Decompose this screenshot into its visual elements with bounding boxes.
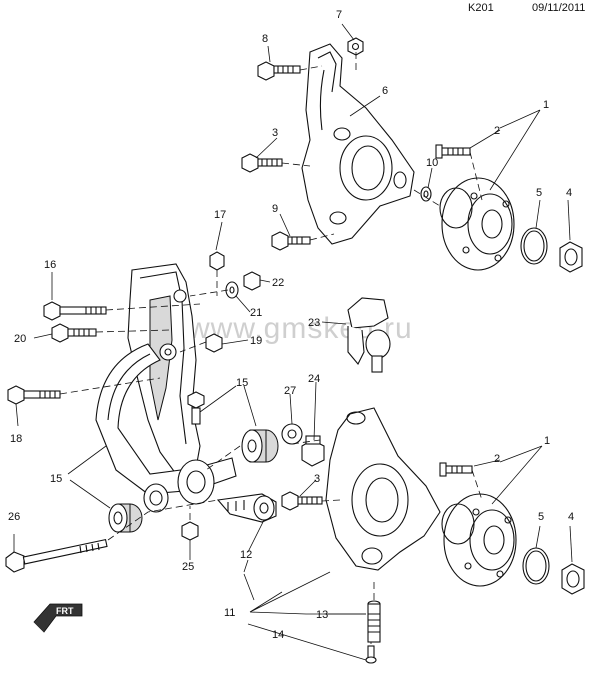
bolt-20 [51, 323, 97, 343]
callout-27: 27 [284, 385, 296, 397]
callout-7: 7 [336, 9, 342, 21]
callout-2-upper: 2 [494, 125, 500, 137]
axle-nut-4-upper [559, 241, 583, 273]
steering-knuckle-lower [325, 407, 441, 571]
front-arrow-label: FRT [56, 606, 74, 616]
callout-10: 10 [426, 157, 438, 169]
callout-9: 9 [272, 203, 278, 215]
callout-21: 21 [250, 307, 262, 319]
nut-24 [301, 435, 325, 467]
steering-knuckle-upper [301, 43, 415, 245]
callout-19: 19 [250, 335, 262, 347]
callout-12: 12 [240, 549, 252, 561]
ball-joint [347, 297, 391, 373]
callout-14: 14 [272, 629, 284, 641]
callout-6: 6 [382, 85, 388, 97]
bolt-8 [257, 61, 301, 81]
bolt-25 [181, 521, 199, 541]
hub-bearing-lower [441, 493, 517, 587]
callout-20: 20 [14, 333, 26, 345]
callout-18: 18 [10, 433, 22, 445]
callout-numbers: 7 8 1 6 2 3 10 5 4 9 17 16 22 21 23 20 1… [8, 9, 574, 641]
callout-17: 17 [214, 209, 226, 221]
diagram-code: K201 [468, 2, 494, 14]
stud-2-lower [439, 462, 473, 477]
callout-4-upper: 4 [566, 187, 572, 199]
callout-15-lower: 15 [50, 473, 62, 485]
lower-control-arm [95, 343, 237, 513]
nut-17 [209, 251, 225, 271]
washer-10 [420, 186, 432, 202]
front-arrow-icon: FRT [33, 603, 83, 633]
bolt-18 [7, 385, 61, 405]
callout-16: 16 [44, 259, 56, 271]
control-arm-bracket [127, 263, 201, 475]
bolt-small [187, 391, 205, 425]
callout-13: 13 [316, 609, 328, 621]
nut-27 [281, 423, 303, 445]
callout-5-upper: 5 [536, 187, 542, 199]
callout-1-lower: 1 [544, 435, 550, 447]
bolt-16 [43, 301, 107, 321]
nut-7 [347, 37, 364, 56]
diagram-date: 09/11/2011 [532, 2, 586, 14]
pin-13 [367, 600, 381, 643]
bushing-15-right [241, 429, 279, 463]
callout-5-lower: 5 [538, 511, 544, 523]
bolt-3-upper [241, 153, 283, 173]
seal-ring-5-lower [522, 547, 550, 585]
callout-23: 23 [308, 317, 320, 329]
callout-11: 11 [224, 607, 235, 619]
callout-26: 26 [8, 511, 20, 523]
callout-3-upper: 3 [272, 127, 278, 139]
callout-15-upper: 15 [236, 377, 248, 389]
axle-nut-4-lower [561, 563, 585, 595]
stabilizer-link [216, 493, 277, 523]
hub-bearing-upper [439, 177, 515, 271]
callout-8: 8 [262, 33, 268, 45]
bolt-9 [271, 231, 311, 251]
nut-22 [243, 271, 261, 291]
callout-25: 25 [182, 561, 194, 573]
callout-2-lower: 2 [494, 453, 500, 465]
seal-ring-5-upper [520, 227, 548, 265]
nut-19 [205, 333, 223, 353]
callout-1-upper: 1 [543, 99, 549, 111]
callout-3-lower: 3 [314, 473, 320, 485]
stud-2-upper [435, 144, 471, 159]
callout-22: 22 [272, 277, 284, 289]
leader-lines [13, 23, 573, 661]
bolt-3-lower [281, 491, 323, 511]
callout-4-lower: 4 [568, 511, 574, 523]
screw-14 [365, 645, 377, 664]
callout-24: 24 [308, 373, 320, 385]
assembly-lines [59, 52, 483, 644]
bushing-15-left [108, 503, 143, 533]
bolt-26 [5, 538, 108, 573]
